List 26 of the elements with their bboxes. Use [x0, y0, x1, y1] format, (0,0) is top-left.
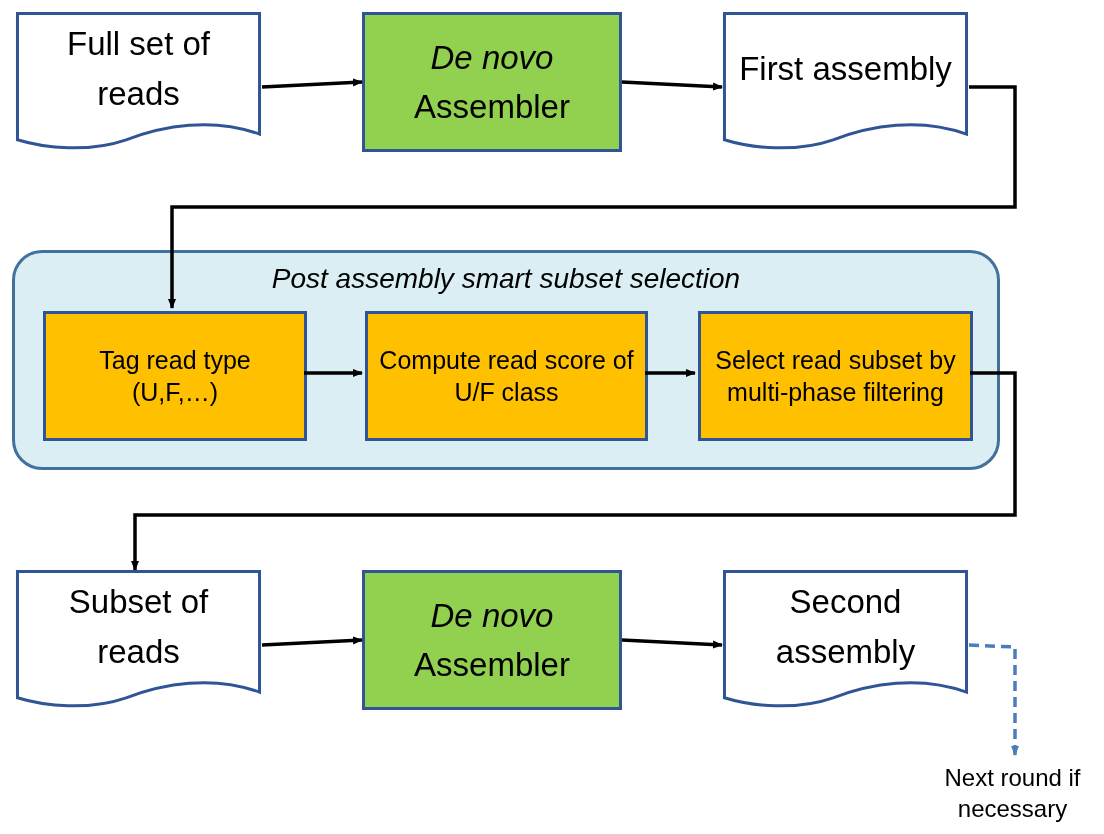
- arrow: [131, 371, 1017, 571]
- node-label: Full set of reads: [65, 24, 212, 114]
- arrow: [304, 369, 363, 377]
- arrow: [621, 80, 723, 91]
- group-title: Post assembly smart subset selection: [270, 265, 742, 293]
- arrow: [261, 636, 363, 647]
- node-label: Select read subset by multi-phase filtering: [714, 344, 957, 408]
- arrow: [168, 85, 1017, 309]
- group-panel: [12, 250, 1000, 470]
- arrow: [261, 78, 363, 89]
- note-text: Next round if necessary: [925, 755, 1100, 831]
- arrow: [645, 369, 696, 377]
- process-box: [362, 12, 622, 152]
- node-label: De novo Assembler: [413, 595, 571, 685]
- node-label: First assembly: [739, 49, 952, 90]
- arrow: [621, 638, 723, 649]
- node-label: De novo Assembler: [413, 37, 571, 127]
- process-box: [365, 311, 648, 441]
- process-box: [698, 311, 973, 441]
- process-box: [43, 311, 307, 441]
- process-box: [362, 570, 622, 710]
- node-label: Second assembly: [774, 582, 917, 672]
- node-label: Tag read type (U,F,…): [98, 344, 252, 408]
- arrow: [968, 643, 1019, 756]
- node-label: Subset of reads: [67, 582, 210, 672]
- node-label: Compute read score of U/F class: [378, 344, 635, 408]
